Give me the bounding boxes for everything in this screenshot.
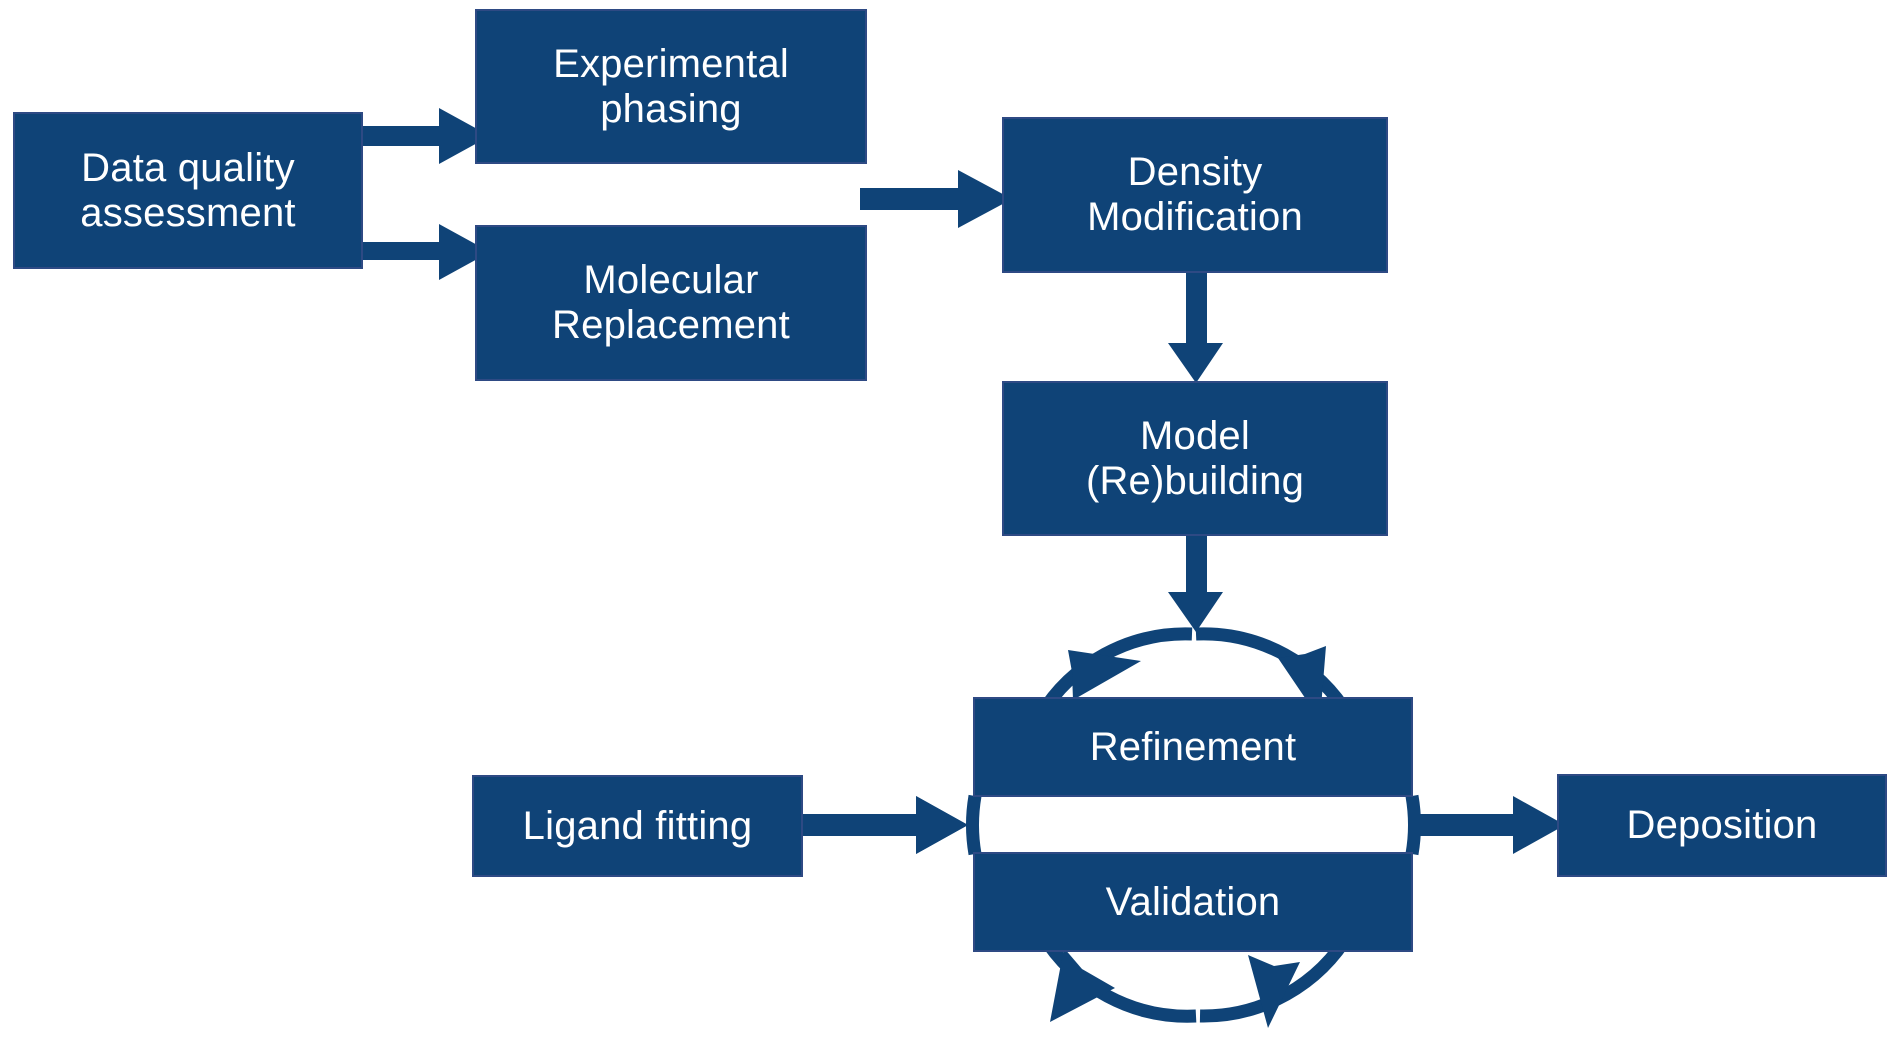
node-refinement[interactable]: Refinement [973,697,1413,797]
node-label: Density Modification [1087,150,1303,239]
node-label: Deposition [1626,803,1818,848]
node-label: Data quality assessment [80,145,296,235]
connector-phasing-to-density-modification [860,170,1012,228]
node-label: Experimental phasing [553,41,789,131]
connector-cycle-to-deposition [1408,796,1565,854]
node-label: Refinement [1089,724,1297,769]
node-experimental-phasing[interactable]: Experimental phasing [475,9,867,164]
connector-density-modification-to-model-rebuilding [1168,270,1223,383]
connector-ligand-fitting-to-cycle [800,796,968,854]
connector-data-quality-to-experimental-phasing [356,108,490,164]
connector-refinement-validation-cycle [966,627,1421,1028]
node-ligand-fitting[interactable]: Ligand fitting [472,775,803,877]
node-validation[interactable]: Validation [973,852,1413,952]
node-label: Model (Re)building [1085,413,1305,503]
node-label: Validation [1105,879,1281,924]
node-molecular-replacement[interactable]: Molecular Replacement [475,225,867,381]
node-model-rebuilding[interactable]: Model (Re)building [1002,381,1388,536]
connector-model-rebuilding-to-cycle [1168,533,1223,632]
node-label: Molecular Replacement [552,258,790,347]
node-label: Ligand fitting [522,803,753,848]
node-data-quality-assessment[interactable]: Data quality assessment [13,112,363,269]
connector-data-quality-to-molecular-replacement [356,224,490,280]
node-density-modification[interactable]: Density Modification [1002,117,1388,273]
node-deposition[interactable]: Deposition [1557,774,1887,877]
